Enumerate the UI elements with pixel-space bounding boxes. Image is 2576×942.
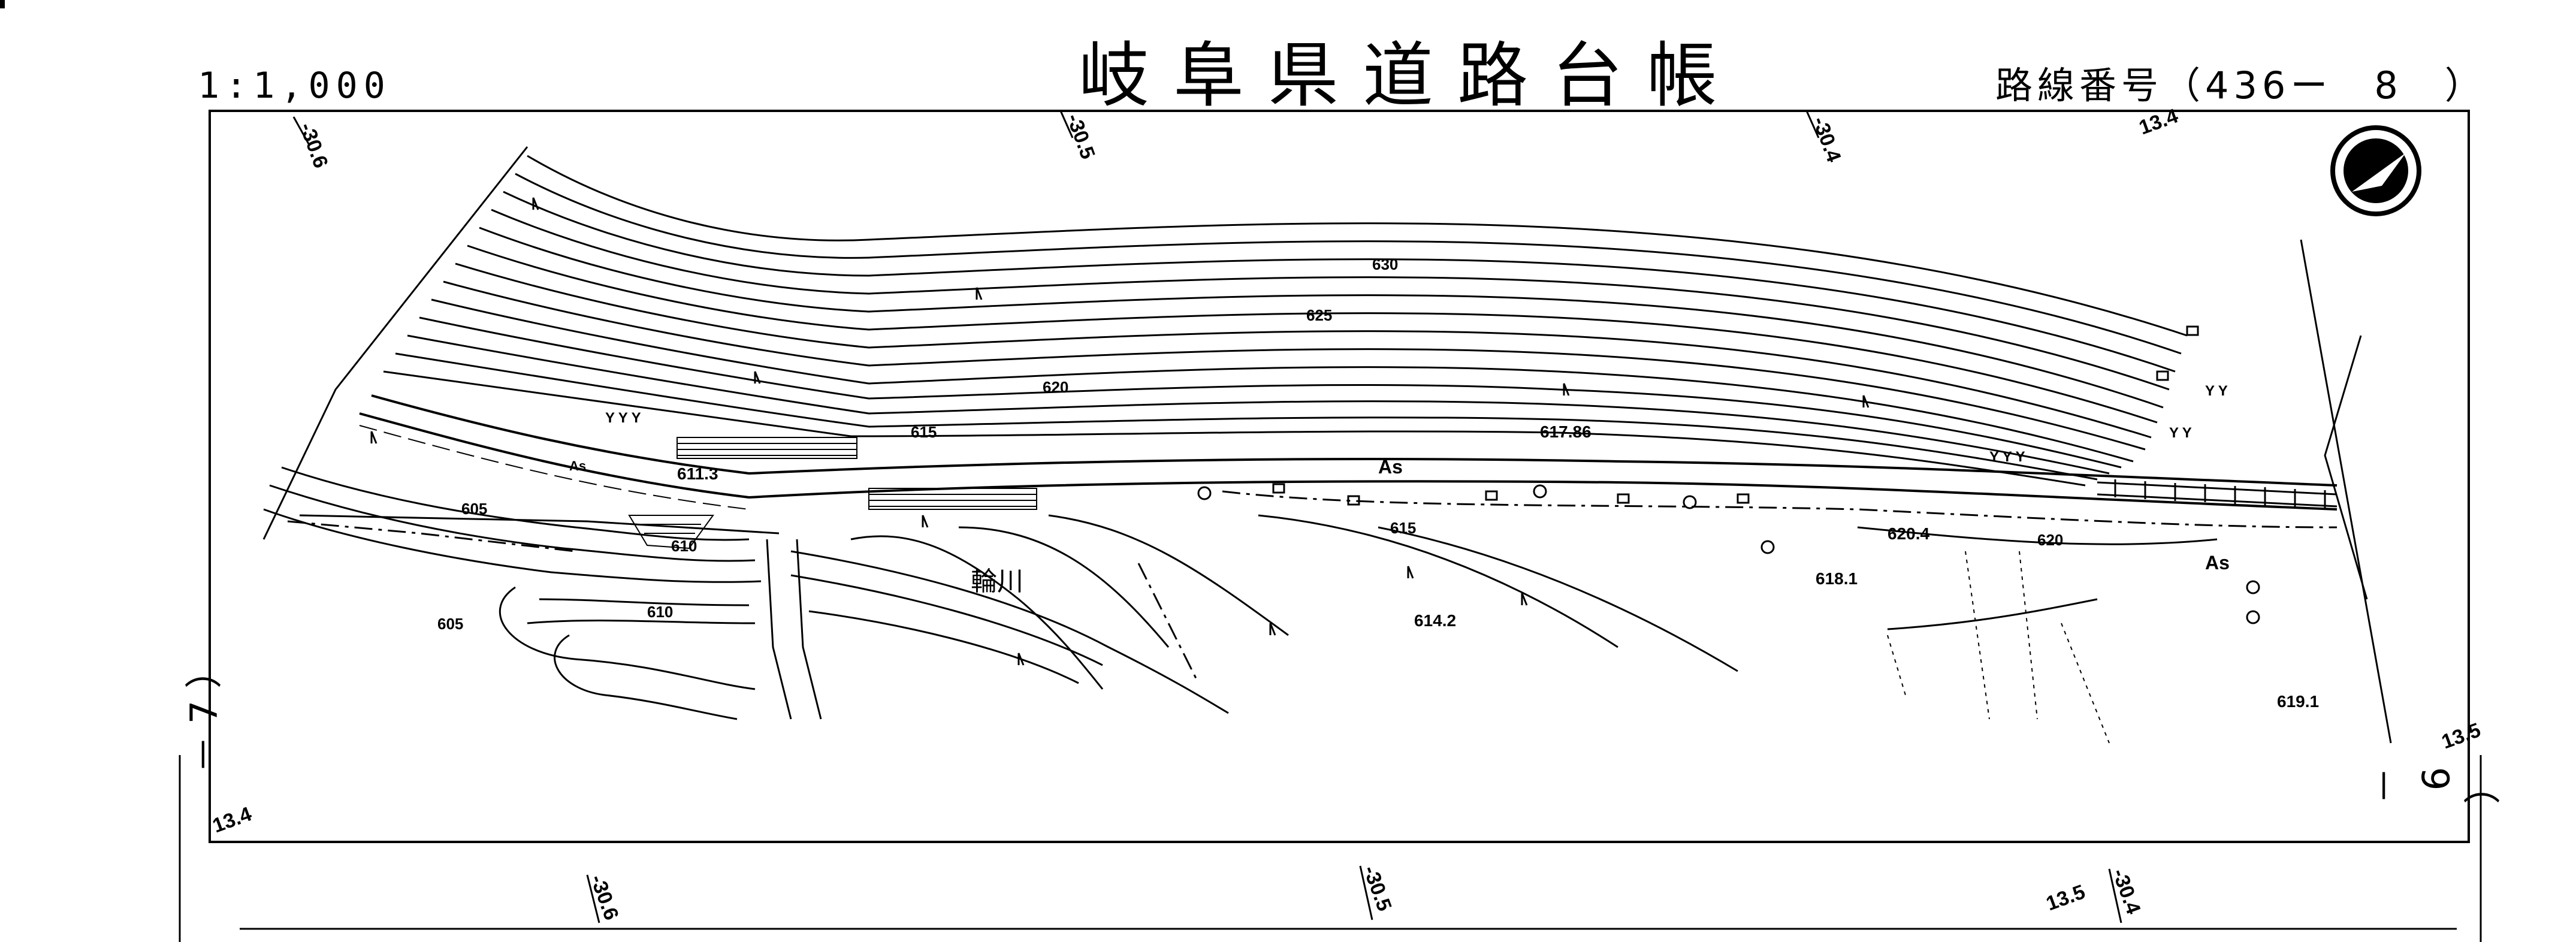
contour-label: 615 bbox=[911, 423, 937, 441]
hatched-areas bbox=[628, 437, 1037, 550]
chainage-labels: -30.6 -30.5 -30.4 13.4 -30.6 -30.5 13.5 … bbox=[210, 104, 2484, 923]
chainage-bottom: -30.4 bbox=[2107, 866, 2145, 917]
chainage-bottom: -30.6 bbox=[585, 872, 623, 923]
map-frame bbox=[209, 110, 2470, 843]
spot-height: 620.4 bbox=[1888, 524, 1929, 543]
contour-label: 625 bbox=[1306, 306, 1332, 324]
chainage-top: 13.4 bbox=[2136, 104, 2181, 139]
route-number: 路線番号（436ー 8 ） bbox=[1995, 64, 2487, 107]
svg-text:Y Y Y: Y Y Y bbox=[1989, 449, 2025, 465]
svg-text:Y Y: Y Y bbox=[2169, 425, 2192, 441]
contour-label: 605 bbox=[461, 500, 487, 518]
svg-text:Y Y: Y Y bbox=[2205, 383, 2228, 399]
slope-boundaries bbox=[262, 146, 2392, 744]
contours-upper bbox=[383, 155, 2188, 487]
svg-text:Y Y Y: Y Y Y bbox=[605, 410, 641, 426]
guardrail bbox=[2097, 479, 2338, 508]
contour-label: 610 bbox=[647, 603, 673, 621]
contour-label: 620 bbox=[2037, 531, 2063, 549]
contour-label: 610 bbox=[671, 537, 697, 555]
pavement-label: As bbox=[2205, 552, 2230, 573]
spot-heights: 611.3 617.86 620.4 618.1 614.2 619.1 bbox=[677, 422, 2319, 711]
chainage-side: 13.4 bbox=[210, 802, 255, 837]
contour-labels: 630 625 620 615 610 605 610 605 615 620 bbox=[437, 255, 2063, 633]
contours-lower bbox=[263, 466, 2218, 720]
dotted-lines bbox=[1887, 551, 2110, 744]
chainage-top: -30.4 bbox=[1808, 114, 1845, 165]
pavement-label: As bbox=[1378, 456, 1403, 478]
spot-height: 611.3 bbox=[677, 464, 718, 483]
chainage-top: -30.6 bbox=[295, 120, 332, 171]
chainage-ticks bbox=[292, 110, 2122, 923]
contour-label: 620 bbox=[1043, 378, 1068, 396]
river bbox=[299, 514, 822, 720]
corner-mark bbox=[0, 0, 5, 8]
contour-label: 605 bbox=[437, 615, 463, 633]
contour-label: 630 bbox=[1372, 255, 1398, 273]
embankment-marks: Y Y Y Y Y Y Y Y Y Y bbox=[605, 383, 2228, 465]
spot-height: 617.86 bbox=[1540, 422, 1591, 441]
scale-label: 1:1,000 bbox=[198, 65, 391, 107]
pavement-labels: As As As bbox=[569, 456, 2230, 573]
boundary-lines bbox=[287, 490, 2338, 684]
road-edges bbox=[359, 394, 2338, 511]
map-title: 岐阜県道路台帳 bbox=[1079, 34, 1742, 117]
chainage-top: -30.5 bbox=[1062, 111, 1099, 162]
river-name: 輪川 bbox=[971, 566, 1023, 597]
map-symbols bbox=[370, 197, 2260, 666]
chainage-bottom: -30.5 bbox=[1358, 863, 1396, 914]
chainage-bottom: 13.5 bbox=[2043, 880, 2088, 915]
spot-height: 618.1 bbox=[1816, 569, 1858, 588]
contour-label: 615 bbox=[1390, 519, 1416, 537]
north-arrow-icon bbox=[2330, 125, 2421, 216]
spot-height: 614.2 bbox=[1414, 611, 1456, 630]
spot-height: 619.1 bbox=[2277, 692, 2319, 711]
chainage-side: 13.5 bbox=[2439, 718, 2484, 753]
pavement-label: As bbox=[569, 458, 586, 473]
